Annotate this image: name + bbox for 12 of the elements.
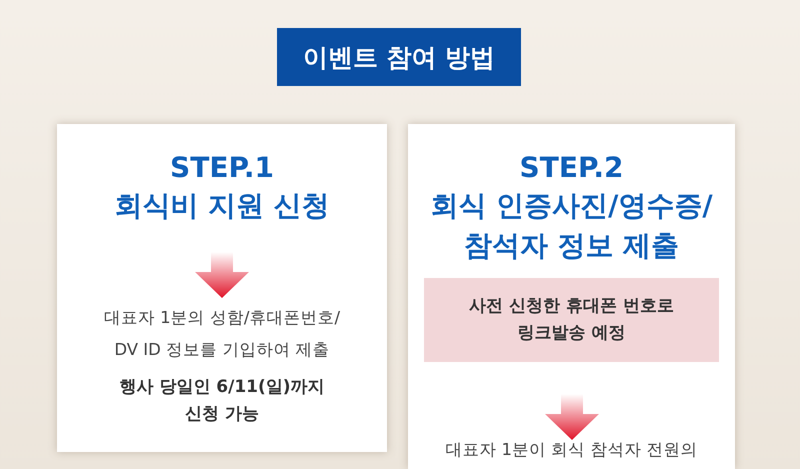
step-description: 대표자 1분의 성함/휴대폰번호/ DV ID 정보를 기입하여 제출 bbox=[102, 307, 342, 361]
step-label: STEP.2 bbox=[518, 150, 624, 186]
deadline-note: 행사 당일인 6/11(일)까지 신청 가능 bbox=[118, 376, 326, 426]
notice-text: 사전 신청한 휴대폰 번호로 링크발송 예정 bbox=[468, 295, 675, 345]
step-description: 대표자 1분이 회식 참석자 전원의 bbox=[444, 439, 699, 461]
step-label: STEP.1 bbox=[169, 150, 275, 186]
step-heading: 회식 인증사진/영수증/ 참석자 정보 제출 bbox=[429, 188, 714, 264]
notice-box bbox=[424, 278, 719, 362]
step-card bbox=[57, 124, 387, 452]
step-heading: 회식비 지원 신청 bbox=[113, 188, 331, 224]
step-card bbox=[408, 124, 735, 469]
title-banner: 이벤트 참여 방법 bbox=[277, 28, 521, 86]
